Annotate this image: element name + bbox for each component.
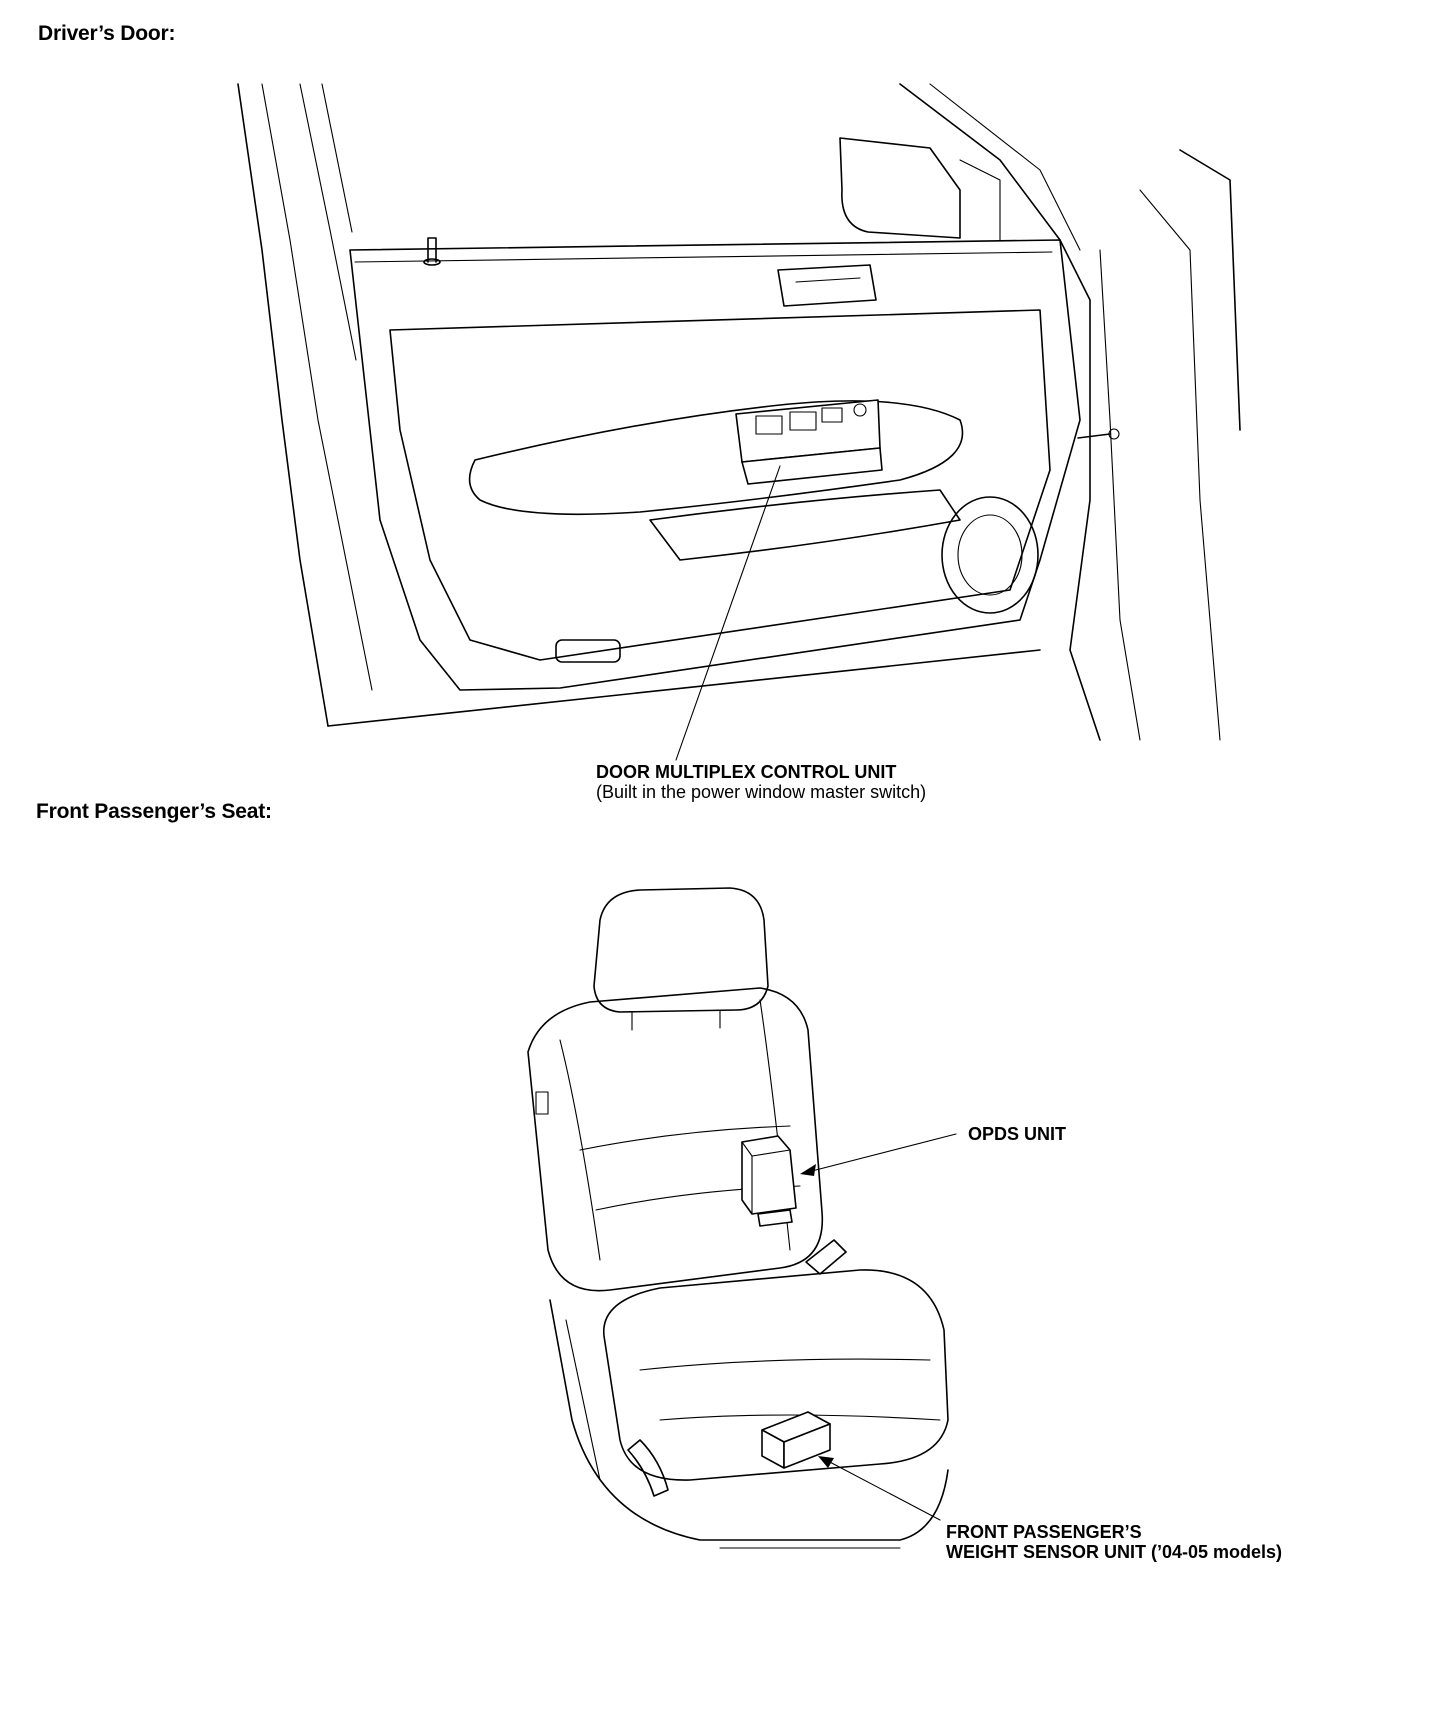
front-passenger-seat-heading: Front Passenger’s Seat: [36,800,272,823]
door-multiplex-control-unit-label: DOOR MULTIPLEX CONTROL UNIT (Built in th… [596,762,926,802]
weight-sensor-line-2: WEIGHT SENSOR UNIT (’04-05 models) [946,1542,1283,1562]
door-multiplex-title: DOOR MULTIPLEX CONTROL UNIT [596,762,897,782]
opds-unit-label: OPDS UNIT [968,1124,1066,1144]
door-multiplex-note: (Built in the power window master switch… [596,782,927,802]
drivers-door-heading: Driver’s Door: [38,22,176,45]
drivers-door-illustration [237,83,1241,761]
passenger-seat-illustration [527,887,957,1549]
opds-unit-title: OPDS UNIT [968,1124,1067,1144]
weight-sensor-line-1: FRONT PASSENGER’S [946,1522,1142,1542]
weight-sensor-unit-label: FRONT PASSENGER’S WEIGHT SENSOR UNIT (’0… [946,1522,1282,1562]
